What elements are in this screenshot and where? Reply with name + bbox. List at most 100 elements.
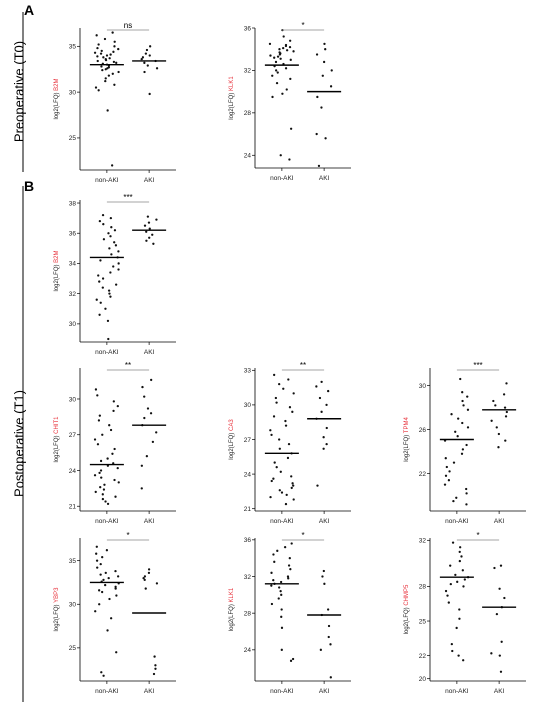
data-point: [463, 578, 466, 581]
data-point: [497, 432, 501, 436]
data-point: [460, 555, 463, 558]
y-axis-label-gene: B2M: [54, 78, 60, 90]
data-point: [278, 53, 282, 56]
data-point: [492, 399, 495, 403]
data-point: [462, 404, 465, 407]
data-point: [98, 603, 101, 606]
data-point: [284, 502, 288, 506]
data-point: [278, 489, 281, 492]
y-tick-label: 25: [419, 618, 427, 625]
data-point: [456, 435, 459, 438]
data-point: [289, 77, 292, 81]
data-point: [101, 68, 104, 72]
data-point: [288, 557, 291, 560]
data-point: [493, 566, 496, 570]
data-point: [272, 415, 276, 418]
data-point: [280, 626, 284, 629]
data-point: [141, 56, 145, 59]
y-axis-label-prefix: log2(LFQ): [404, 606, 410, 635]
data-point: [107, 74, 111, 77]
data-point: [499, 670, 503, 673]
data-point: [111, 72, 114, 75]
data-point: [288, 158, 291, 161]
data-point: [270, 571, 273, 574]
data-point: [95, 545, 98, 548]
x-tick-label: AKI: [144, 688, 155, 695]
data-point: [457, 417, 460, 420]
y-tick-label: 25: [69, 645, 77, 652]
data-point: [322, 436, 325, 439]
data-point: [105, 549, 109, 552]
y-axis-label: log2(LFQ) CA3: [229, 419, 235, 460]
data-point: [502, 393, 506, 396]
data-point: [284, 419, 287, 423]
data-point: [292, 484, 295, 487]
y-axis-label-prefix: log2(LFQ): [54, 263, 60, 292]
data-point: [97, 89, 100, 92]
row-label-preoperative: Preoperative (T0): [11, 40, 27, 143]
data-point: [277, 597, 280, 600]
data-point: [101, 286, 104, 289]
data-point: [102, 223, 105, 226]
x-tick-label: AKI: [144, 518, 155, 525]
data-point: [327, 624, 331, 628]
data-point: [96, 59, 99, 63]
data-point: [461, 448, 465, 451]
data-point: [96, 566, 99, 569]
data-point: [114, 569, 117, 573]
data-point: [327, 635, 330, 639]
data-point: [95, 298, 98, 301]
data-point: [322, 447, 325, 450]
data-point: [490, 419, 493, 422]
data-point: [451, 541, 455, 544]
data-point: [284, 67, 288, 70]
y-axis-label: log2(LFQ) YBP3: [54, 587, 60, 632]
data-point: [143, 575, 147, 578]
data-point: [143, 224, 147, 227]
data-point: [278, 447, 281, 450]
y-tick-label: 24: [244, 153, 252, 160]
data-point: [104, 500, 107, 503]
data-point: [147, 221, 151, 224]
y-axis-label: log2(LFQ) CHIT1: [54, 416, 60, 463]
data-point: [94, 388, 98, 391]
data-point: [96, 47, 99, 50]
data-point: [143, 416, 146, 420]
data-point: [270, 433, 273, 437]
data-point: [447, 479, 451, 482]
data-point: [291, 657, 295, 661]
y-tick-label: 24: [244, 647, 252, 654]
data-point: [108, 57, 111, 60]
data-point: [105, 54, 109, 57]
data-point: [145, 48, 149, 52]
data-point: [454, 430, 457, 433]
data-point: [115, 61, 118, 64]
y-axis-label: log2(LFQ) KLK1: [229, 76, 235, 120]
data-point: [280, 608, 283, 611]
data-point: [109, 216, 113, 220]
data-point: [292, 498, 295, 501]
y-tick-label: 36: [244, 537, 252, 544]
data-point: [115, 651, 118, 654]
data-point: [106, 629, 109, 632]
data-point: [292, 50, 295, 53]
data-point: [96, 394, 99, 397]
data-point: [141, 385, 144, 389]
data-point: [154, 667, 157, 670]
y-tick-label: 25: [69, 135, 77, 142]
y-tick-label: 36: [69, 231, 77, 238]
x-tick-label: non-AKI: [95, 688, 119, 695]
x-tick-label: AKI: [144, 177, 155, 184]
data-point: [283, 546, 287, 549]
y-axis-label-prefix: log2(LFQ): [404, 433, 410, 462]
data-point: [290, 486, 293, 490]
y-axis-label-gene: KLK1: [229, 587, 235, 602]
data-point: [117, 250, 120, 253]
data-point: [274, 69, 278, 72]
y-tick-label: 35: [69, 558, 77, 565]
data-point: [144, 52, 148, 55]
data-point: [278, 438, 281, 441]
